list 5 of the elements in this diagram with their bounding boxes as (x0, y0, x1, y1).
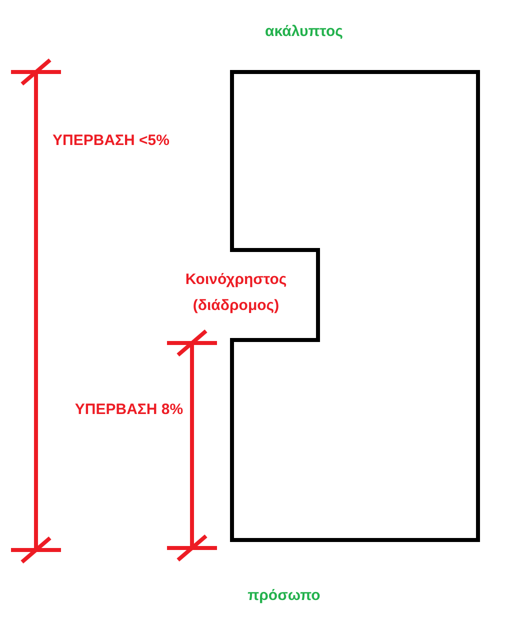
area-label: Κοινόχρηστος (διάδρομος) (184, 270, 288, 316)
area-label: πρόσωπο (246, 586, 322, 606)
dimension-label: ΥΠΕΡΒΑΣΗ 8% (74, 400, 184, 420)
dimension-label: ΥΠΕΡΒΑΣΗ <5% (52, 131, 170, 151)
area-label: ακάλυπτος (264, 22, 344, 42)
